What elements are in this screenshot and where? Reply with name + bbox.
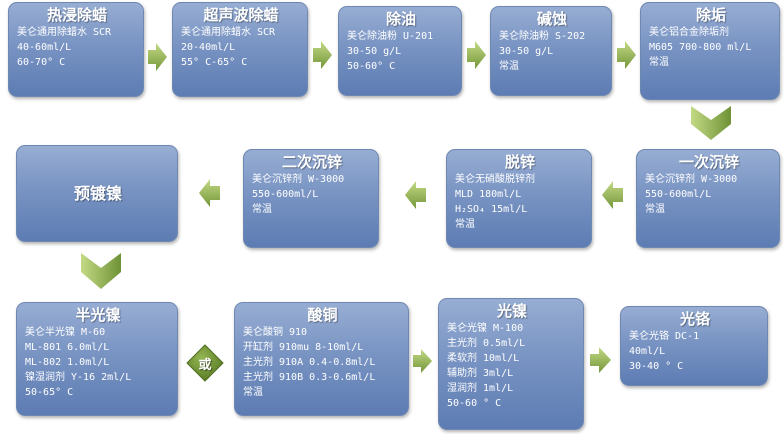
step-detail: 主光剂 910A 0.4-0.8ml/L xyxy=(243,357,376,368)
step-detail: 55° C-65° C xyxy=(181,57,248,68)
step-detail: H₂SO₄ 15ml/L xyxy=(455,204,528,215)
step-detail: 美仑无硝酸脱锌剂 xyxy=(455,174,535,185)
chevron-down-icon xyxy=(81,253,121,289)
step-detail: 50-65° C xyxy=(25,387,74,398)
step-detail: 开缸剂 910mu 8-10ml/L xyxy=(243,342,364,353)
step-title: 脱锌 xyxy=(504,153,535,171)
step-detail: 湿润剂 1ml/L xyxy=(447,383,514,394)
step-title: 热浸除蜡 xyxy=(46,6,107,24)
step-degrease: 除油 美仑除油粉 U-201 30-50 g/L 50-60° C xyxy=(338,6,462,96)
step-title: 除垢 xyxy=(695,6,726,24)
step-title: 除油 xyxy=(385,10,416,28)
step-detail: 30-50 g/L xyxy=(347,46,402,57)
step-detail: 美仑除油粉 S-202 xyxy=(499,31,586,42)
step-title: 碱蚀 xyxy=(536,10,567,28)
step-detail: 30-50 g/L xyxy=(499,46,554,57)
step-detail: 美仑光铬 DC-1 xyxy=(629,331,700,342)
step-title: 二次沉锌 xyxy=(281,153,342,171)
arrow-left-icon xyxy=(602,181,623,209)
step-ultrasonic-dewax: 超声波除蜡 美仑通用除蜡水 SCR 20-40ml/L 55° C-65° C xyxy=(172,2,308,97)
step-detail: 550-600ml/L xyxy=(252,189,319,200)
step-detail: 常温 xyxy=(252,204,272,215)
step-bright-nickel: 光镍 美仑光镍 M-100 主光剂 0.5ml/L 柔软剂 10ml/L 辅助剂… xyxy=(438,298,584,430)
arrow-right-icon xyxy=(467,41,486,69)
step-detail: 柔软剂 10ml/L xyxy=(447,353,520,364)
step-detail: 常温 xyxy=(645,204,665,215)
step-title: 光铬 xyxy=(679,310,710,328)
step-detail: 美仑沉锌剂 W-3000 xyxy=(252,174,345,185)
step-title: 超声波除蜡 xyxy=(203,6,279,24)
step-detail: 20-40ml/L xyxy=(181,42,236,53)
step-detail: 50-60° C xyxy=(347,61,396,72)
chevron-down-icon xyxy=(691,106,731,140)
step-title: 酸铜 xyxy=(307,306,338,324)
step-detail: 50-60 ° C xyxy=(447,398,502,409)
arrow-right-icon xyxy=(313,41,332,69)
step-title: 预镀镍 xyxy=(73,184,122,203)
step-first-zincate: 一次沉锌 美仑沉锌剂 W-3000 550-600ml/L 常温 xyxy=(636,149,780,248)
step-detail: 常温 xyxy=(649,57,669,68)
step-title: 一次沉锌 xyxy=(678,153,739,171)
arrow-left-icon xyxy=(405,181,426,209)
step-title: 光镍 xyxy=(496,302,527,320)
step-detail: 镍湿润剂 Y-16 2ml/L xyxy=(25,372,132,383)
or-label: 或 xyxy=(198,357,212,373)
step-detail: 550-600ml/L xyxy=(645,189,712,200)
arrow-right-icon xyxy=(413,349,432,373)
step-detail: 40-60ml/L xyxy=(17,42,72,53)
step-detail: 40ml/L xyxy=(629,346,666,357)
arrow-right-icon xyxy=(148,43,167,71)
step-title: 半光镍 xyxy=(75,306,121,324)
step-detail: 美仑除油粉 U-201 xyxy=(347,31,434,42)
step-detail: 美仑铝合金除垢剂 xyxy=(649,27,729,38)
step-detail: ML-801 6.0ml/L xyxy=(25,342,110,353)
step-detail: 常温 xyxy=(499,61,519,72)
step-detail: 美仑通用除蜡水 SCR xyxy=(17,27,112,38)
step-detail: 辅助剂 3ml/L xyxy=(447,368,514,379)
step-detail: 美仑沉锌剂 W-3000 xyxy=(645,174,738,185)
step-detail: 常温 xyxy=(455,219,475,230)
step-detail: 60-70° C xyxy=(17,57,66,68)
step-detail: 主光剂 0.5ml/L xyxy=(447,338,526,349)
arrow-left-icon xyxy=(199,179,220,207)
step-detail: 主光剂 910B 0.3-0.6ml/L xyxy=(243,372,376,383)
step-detail: 美仑半光镍 M-60 xyxy=(25,327,106,338)
step-detail: M605 700-800 ml/L xyxy=(649,42,752,53)
step-detail: 美仑光镍 M-100 xyxy=(447,323,524,334)
arrow-right-icon xyxy=(617,41,636,69)
arrow-right-icon xyxy=(590,347,611,373)
step-detail: 美仑通用除蜡水 SCR xyxy=(181,27,276,38)
step-second-zincate: 二次沉锌 美仑沉锌剂 W-3000 550-600ml/L 常温 xyxy=(243,149,379,248)
step-detail: 30-40 ° C xyxy=(629,361,684,372)
step-detail: ML-802 1.0ml/L xyxy=(25,357,110,368)
step-hot-dewax: 热浸除蜡 美仑通用除蜡水 SCR 40-60ml/L 60-70° C xyxy=(8,2,144,97)
step-pre-nickel: 预镀镍 xyxy=(16,145,178,242)
step-detail: 美仑酸铜 910 xyxy=(243,327,308,338)
step-detail: 常温 xyxy=(243,387,263,398)
step-alkaline-etch: 碱蚀 美仑除油粉 S-202 30-50 g/L 常温 xyxy=(490,6,612,96)
diamond-icon xyxy=(186,344,224,382)
step-detail: MLD 180ml/L xyxy=(455,189,522,200)
step-bright-chrome: 光铬 美仑光铬 DC-1 40ml/L 30-40 ° C xyxy=(620,306,768,386)
step-descale: 除垢 美仑铝合金除垢剂 M605 700-800 ml/L 常温 xyxy=(640,2,780,100)
step-acid-copper: 酸铜 美仑酸铜 910 开缸剂 910mu 8-10ml/L 主光剂 910A … xyxy=(234,302,409,416)
step-dezinc: 脱锌 美仑无硝酸脱锌剂 MLD 180ml/L H₂SO₄ 15ml/L 常温 xyxy=(446,149,592,248)
step-semi-bright-nickel: 半光镍 美仑半光镍 M-60 ML-801 6.0ml/L ML-802 1.0… xyxy=(16,302,178,416)
or-badge: 或 xyxy=(186,344,224,382)
